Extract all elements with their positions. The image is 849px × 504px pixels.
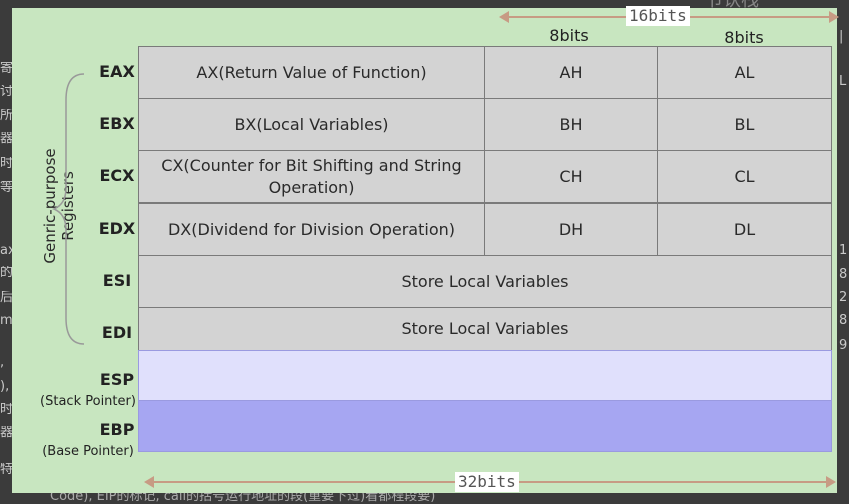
register-ebx-high-byte-cell: BH xyxy=(484,98,658,151)
background-text-fragment: 时结 xyxy=(0,157,14,171)
background-text-fragment: 的两 xyxy=(0,266,14,280)
register-description-ebp: (Base Pointer) xyxy=(42,444,134,459)
background-text-fragment: 器, xyxy=(0,426,14,440)
thirty-two-bits-label: 32bits xyxy=(455,472,519,492)
arrow-left-icon xyxy=(499,11,509,23)
register-name-edi: EDI xyxy=(101,323,133,342)
register-edx-high-byte-cell: DH xyxy=(484,203,658,256)
register-name-ebp: EBP xyxy=(99,420,135,439)
background-text-fragment: 后层 xyxy=(0,291,14,305)
background-text-fragment: , xyxy=(0,356,5,370)
register-ebp-cell xyxy=(138,400,832,452)
register-diagram: 16bits 8bits 8bits Genric-purpose Regist… xyxy=(12,6,839,493)
arrow-left-icon xyxy=(144,476,154,488)
register-name-esp: ESP xyxy=(99,370,135,389)
register-description-esp: (Stack Pointer) xyxy=(40,394,136,409)
register-name-eax: EAX xyxy=(99,62,135,81)
register-name-edx: EDX xyxy=(98,219,136,238)
background-text-fragment: 器, xyxy=(0,132,14,146)
register-edi-cell: Store Local Variables xyxy=(138,307,832,351)
background-text-fragment: 等 xyxy=(0,181,14,195)
background-text-fragment: 时成 xyxy=(0,403,14,417)
register-ecx-low-byte-cell: CL xyxy=(657,150,832,203)
register-esi-cell: Store Local Variables xyxy=(138,255,832,308)
register-esp-cell xyxy=(138,350,832,401)
column-header-low-byte: 8bits xyxy=(724,28,764,47)
register-ecx-high-byte-cell: CH xyxy=(484,150,658,203)
background-text-top-right: 节认栈 xyxy=(705,0,759,8)
arrow-right-icon xyxy=(829,11,839,23)
register-ebx-16bit-cell: BX(Local Variables) xyxy=(138,98,485,151)
arrow-right-icon xyxy=(826,476,836,488)
sixteen-bits-label: 16bits xyxy=(626,6,690,26)
register-ecx-16bit-cell: CX(Counter for Bit Shifting and String O… xyxy=(138,150,485,203)
register-ebx-low-byte-cell: BL xyxy=(657,98,832,151)
background-text-fragment: 寄存 xyxy=(0,62,14,76)
register-eax-16bit-cell: AX(Return Value of Function) xyxy=(138,46,485,99)
background-text-fragment: 特殊 xyxy=(0,463,14,477)
background-text-fragment: 8 xyxy=(839,314,848,328)
register-edx-16bit-cell: DX(Dividend for Division Operation) xyxy=(138,203,485,256)
register-eax-low-byte-cell: AL xyxy=(657,46,832,99)
background-text-fragment: mo xyxy=(0,314,14,328)
background-text-bottom: Code), EIP的标记, call的括号运行地址的段(重要下过)看都程段要) xyxy=(50,490,436,504)
background-text-fragment: 8 xyxy=(839,268,848,282)
register-edx-low-byte-cell: DL xyxy=(657,203,832,256)
background-text-fragment: | xyxy=(839,30,844,44)
background-text-fragment: 9 xyxy=(839,339,848,353)
register-name-ebx: EBX xyxy=(99,114,135,133)
group-brace xyxy=(52,73,85,345)
background-text-fragment: L xyxy=(839,75,847,89)
register-eax-high-byte-cell: AH xyxy=(484,46,658,99)
register-name-ecx: ECX xyxy=(99,166,135,185)
background-text-fragment: 1 xyxy=(839,244,848,258)
background-text-fragment: 2 xyxy=(839,291,848,305)
background-text-fragment: 讨特 xyxy=(0,85,14,99)
background-text-fragment: ax xyxy=(0,244,14,258)
register-name-esi: ESI xyxy=(102,271,132,290)
background-text-fragment: 所 xyxy=(0,109,14,123)
background-text-fragment: ), xyxy=(0,380,10,394)
column-header-high-byte: 8bits xyxy=(549,26,589,45)
